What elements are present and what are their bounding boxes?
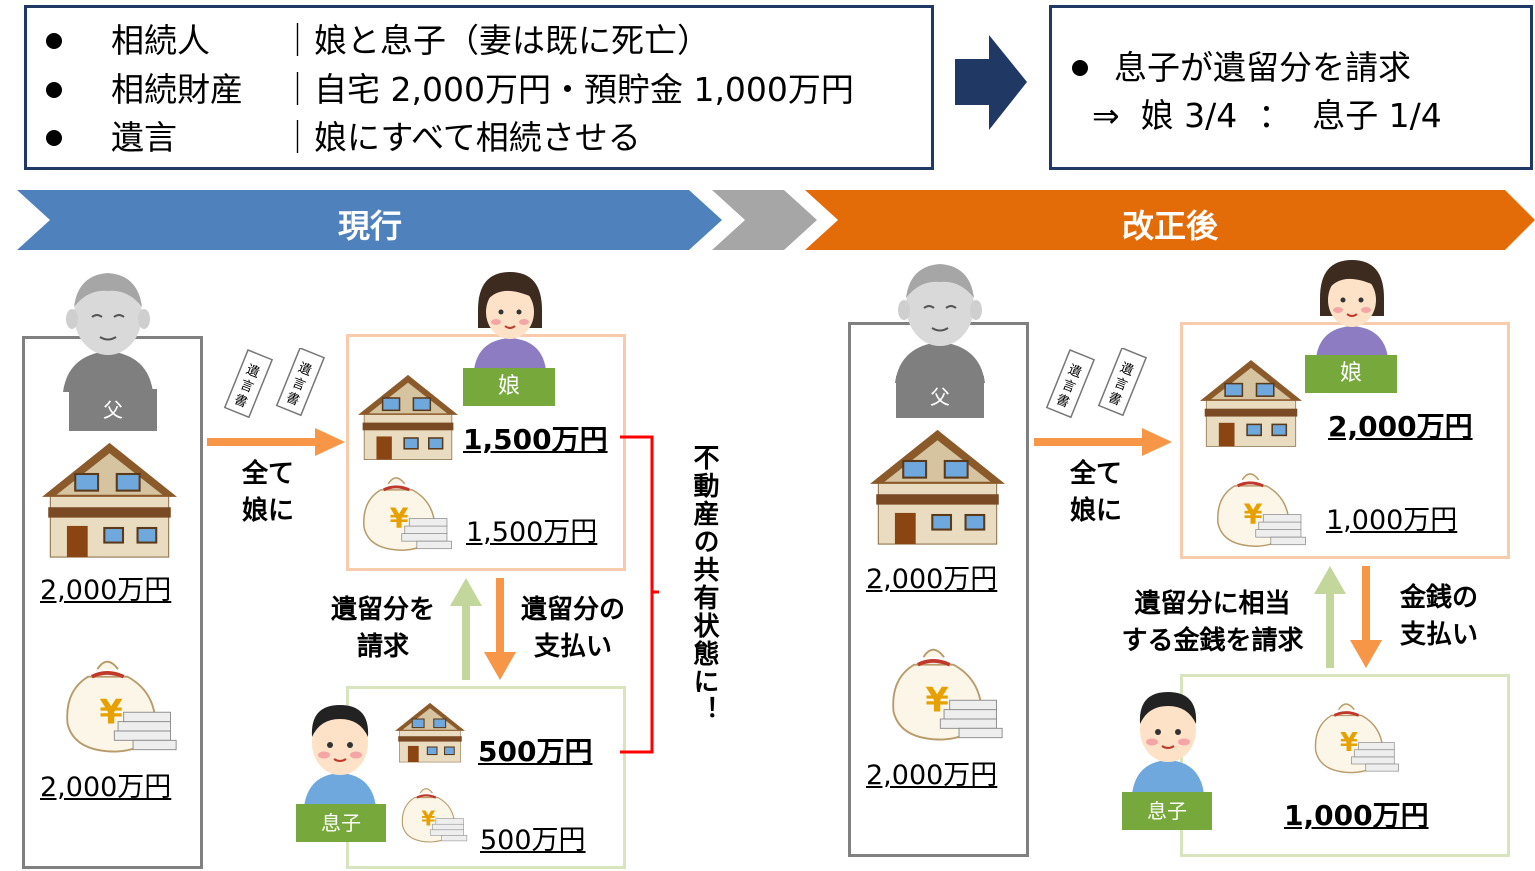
son-money-amount: 500万円 (480, 825, 586, 856)
daughter-tag: 娘 (463, 368, 555, 406)
info-value: 娘と息子（妻は既に死亡） (314, 21, 710, 60)
result-box: 息子が遺留分を請求 ⇒ 娘 3/4 ： 息子 1/4 (1049, 5, 1533, 170)
current-banner-title: 現行 (337, 207, 402, 245)
money-bag-icon (1314, 702, 1400, 774)
father-tag: 父 (896, 376, 984, 418)
arrow-label-line-1: 全て (1069, 459, 1122, 489)
arrow-label-line-2: 娘に (1069, 496, 1122, 526)
inheritance-info-box: 相続人｜娘と息子（妻は既に死亡） 相続財産｜自宅 2,000万円・預貯金 1,0… (24, 5, 934, 170)
son-money-amount: 1,000万円 (1284, 799, 1429, 832)
bullet-icon (46, 82, 62, 98)
claim-label-line-1: 遺留分を (330, 595, 435, 625)
info-value: 娘にすべて相続させる (314, 118, 641, 157)
bullet-icon (1072, 60, 1088, 76)
claim-label: 遺留分を 請求 (318, 592, 448, 666)
pay-label-line-2: 支払い (533, 632, 612, 662)
father-money-amount: 2,000万円 (866, 760, 998, 791)
claim-label-line-2: 請求 (356, 632, 409, 662)
son-house-amount: 500万円 (478, 735, 593, 768)
money-bag-icon (1216, 472, 1307, 548)
daughter-house-amount: 1,500万円 (463, 423, 608, 456)
arrow-label: 全て 娘に (228, 456, 308, 530)
bullet-icon (46, 33, 62, 49)
info-row-heirs: 相続人 ｜娘と息子（妻は既に死亡） (111, 21, 710, 61)
money-bag-icon (401, 787, 468, 844)
house-icon (358, 374, 458, 461)
arrow-label-line-1: 全て (241, 459, 294, 489)
father-house-amount: 2,000万円 (40, 575, 172, 606)
up-arrow-icon (450, 578, 482, 680)
house-icon (870, 428, 1005, 546)
pay-label-line-1: 遺留分の (520, 595, 625, 625)
right-arrow-icon (207, 428, 345, 456)
son-tag: 息子 (1122, 792, 1212, 830)
pay-label: 遺留分の 支払い (508, 592, 638, 666)
father-house-amount: 2,000万円 (866, 564, 998, 595)
grey-chevron-icon (712, 190, 817, 250)
father-figure-icon (63, 273, 153, 392)
son-figure-icon (304, 705, 376, 807)
result-line-2: ⇒ 娘 3/4 ： 息子 1/4 (1092, 96, 1442, 135)
current-banner (17, 190, 722, 250)
daughter-figure-icon (474, 272, 546, 370)
claim-label: 遺留分に相当 する金銭を請求 (1110, 586, 1315, 660)
result-line-1: 息子が遺留分を請求 (1114, 48, 1411, 87)
up-arrow-icon (1314, 566, 1346, 668)
info-row-assets: 相続財産 ｜自宅 2,000万円・預貯金 1,000万円 (111, 70, 854, 110)
down-arrow-icon (484, 578, 516, 680)
arrow-label-line-2: 娘に (241, 496, 294, 526)
info-label: 遺言 (111, 118, 177, 157)
claim-label-line-1: 遺留分に相当 (1134, 589, 1291, 619)
pay-label: 金銭の 支払い (1384, 580, 1494, 654)
daughter-money-amount: 1,000万円 (1326, 505, 1458, 536)
right-arrow-icon (1034, 428, 1172, 456)
coownership-note: 不動産の共有状態に！ (689, 444, 719, 724)
house-icon (395, 702, 465, 763)
daughter-house-amount: 2,000万円 (1328, 410, 1473, 443)
claim-label-line-2: する金銭を請求 (1121, 626, 1304, 656)
navy-right-arrow-icon (955, 35, 1027, 130)
current-daughter-frame (346, 334, 626, 571)
will-document-icon (1046, 348, 1147, 418)
info-value: 自宅 2,000万円・預貯金 1,000万円 (314, 70, 854, 109)
daughter-figure-icon (1316, 260, 1388, 358)
revised-banner-title: 改正後 (1121, 207, 1218, 245)
son-tag: 息子 (296, 804, 386, 842)
father-tag: 父 (69, 389, 157, 431)
house-icon (1200, 359, 1302, 448)
bullet-icon (46, 130, 62, 146)
house-icon (42, 441, 177, 559)
pay-label-line-1: 金銭の (1399, 583, 1478, 613)
info-separator: ｜ (281, 21, 314, 60)
info-label: 相続人 (111, 21, 210, 60)
arrow-label: 全て 娘に (1056, 456, 1136, 530)
daughter-tag: 娘 (1305, 355, 1397, 393)
revised-banner (805, 190, 1535, 250)
father-money-amount: 2,000万円 (40, 772, 172, 803)
money-bag-icon (65, 659, 178, 754)
money-bag-icon (891, 647, 1004, 742)
money-bag-icon (362, 476, 453, 552)
pay-label-line-2: 支払い (1399, 620, 1478, 650)
info-separator: ｜ (281, 118, 314, 157)
coownership-bracket (620, 435, 659, 754)
info-row-will: 遺言 ｜娘にすべて相続させる (111, 118, 641, 158)
daughter-money-amount: 1,500万円 (466, 517, 598, 548)
info-separator: ｜ (281, 70, 314, 109)
info-label: 相続財産 (111, 70, 243, 109)
son-figure-icon (1132, 692, 1204, 794)
will-document-icon (224, 348, 325, 418)
father-figure-icon (895, 264, 985, 383)
down-arrow-icon (1350, 566, 1382, 668)
